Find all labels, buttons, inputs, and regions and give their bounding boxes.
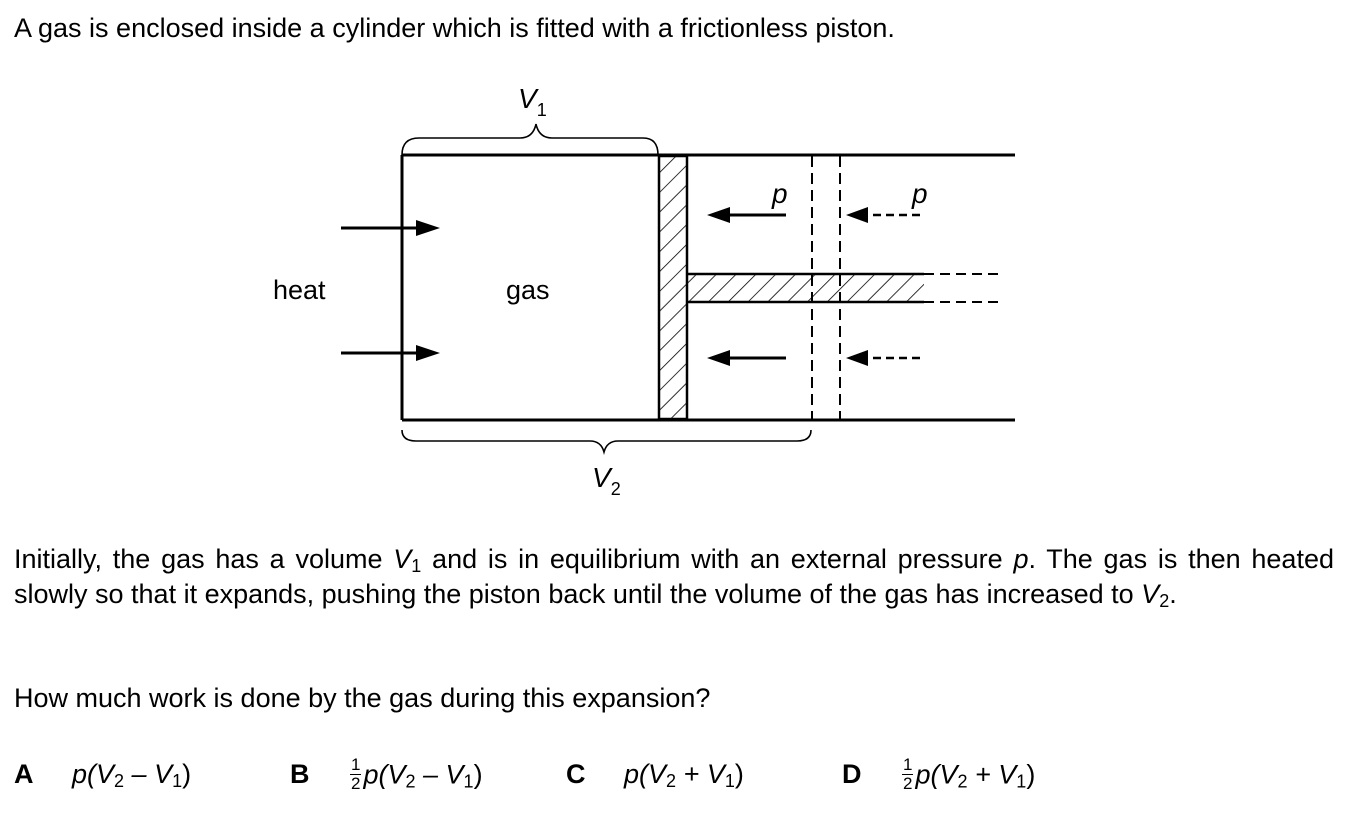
heat-arrow-lower bbox=[341, 345, 440, 361]
option-c-expression[interactable]: p(V2 + V1) bbox=[624, 759, 744, 791]
v2-label: V2 bbox=[592, 462, 621, 499]
question-text: How much work is done by the gas during … bbox=[14, 683, 711, 713]
description-paragraph: Initially, the gas has a volume V1 and i… bbox=[14, 544, 1334, 611]
cylinder bbox=[400, 153, 1015, 422]
cylinder-piston-diagram: V1 p p bbox=[273, 83, 1015, 499]
gas-label: gas bbox=[506, 275, 550, 305]
v1-label: V1 bbox=[518, 83, 547, 120]
v2-brace bbox=[401, 429, 812, 456]
pressure-arrow-solid-lower bbox=[707, 350, 786, 366]
pressure-arrow-dashed-lower bbox=[846, 350, 920, 366]
piston-head bbox=[657, 154, 689, 421]
option-a-letter[interactable]: A bbox=[14, 759, 34, 789]
pressure-arrow-dashed-upper bbox=[846, 207, 920, 223]
option-c-letter[interactable]: C bbox=[566, 759, 586, 789]
v1-brace bbox=[401, 123, 659, 156]
piston-final-position bbox=[811, 156, 841, 420]
option-d-letter[interactable]: D bbox=[842, 759, 862, 789]
intro-text: A gas is enclosed inside a cylinder whic… bbox=[14, 13, 895, 43]
pressure-label-dashed: p bbox=[911, 178, 928, 209]
piston-rod bbox=[688, 272, 1000, 304]
option-b-letter[interactable]: B bbox=[290, 759, 310, 789]
pressure-arrow-solid-upper bbox=[707, 207, 786, 223]
heat-label: heat bbox=[273, 275, 326, 305]
heat-arrow-upper bbox=[341, 220, 440, 236]
pressure-label-solid: p bbox=[771, 178, 788, 209]
option-a-expression[interactable]: p(V2 – V1) bbox=[72, 759, 192, 791]
